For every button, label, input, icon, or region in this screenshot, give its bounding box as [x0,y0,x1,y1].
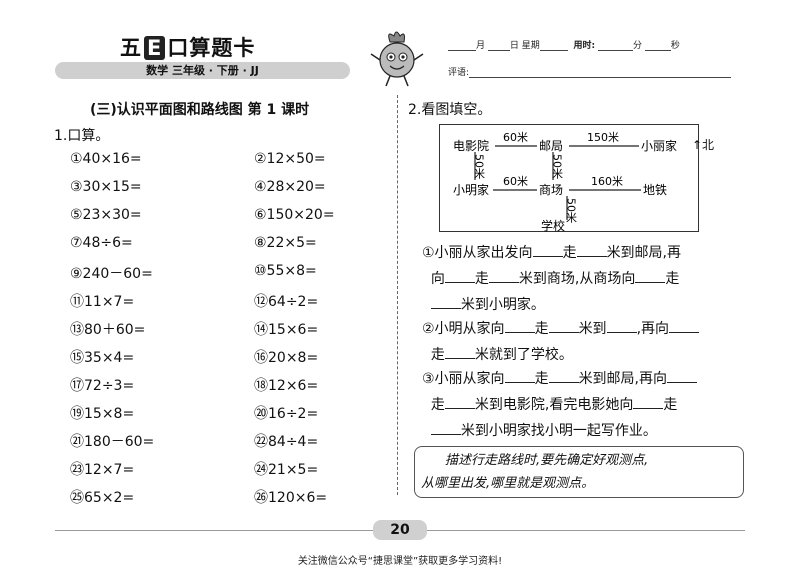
tip-line-2: 从哪里出发,哪里就是观测点。 [421,476,595,491]
answer-blank[interactable] [635,268,666,283]
evaluation-label: 评语: [448,68,470,78]
answer-blank[interactable] [548,368,579,383]
section1-title: 1.口算。 [54,128,110,144]
calc-item[interactable]: ⑩55×8= [254,263,317,279]
answer-blank[interactable] [488,268,519,283]
question-1: ①小丽从家出发向走米到邮局,再 向走米到商场,从商场向走 米到小明家。 [422,240,762,318]
calc-item[interactable]: ⑮35×4= [70,350,135,366]
brand-post: 口算题卡 [167,36,256,60]
answer-blank[interactable] [444,394,475,409]
map-school: 学校 [541,218,565,232]
grade-subtitle-bar: 数学 三年级 · 下册 · JJ [55,62,350,79]
answer-blank[interactable] [606,318,637,333]
calc-item[interactable]: ㉖120×6= [254,490,328,506]
calc-item[interactable]: ①40×16= [70,151,142,167]
calc-item[interactable]: ⑬80＋60= [70,322,146,338]
map-dist-mall-school: 50米 [565,198,578,224]
calc-item[interactable]: ㉑180－60= [70,434,155,450]
calc-item[interactable]: ㉕65×2= [70,490,135,506]
calc-item[interactable]: ⑨240－60= [70,266,153,282]
question-2: ②小明从家向走米到,再向 走米就到了学校。 [422,316,762,368]
calc-item[interactable]: ⑥150×20= [254,207,335,223]
calc-item[interactable]: ㉒84÷4= [254,434,319,450]
calc-item[interactable]: ⑰72÷3= [70,378,135,394]
answer-blank[interactable] [444,344,475,359]
minute-blank[interactable] [598,41,634,51]
brand-e-logo: E [144,36,166,60]
answer-blank[interactable] [504,318,535,333]
map-post-office: 邮局 [539,139,563,153]
question-3: ③小丽从家向走米到邮局,再向 走米到电影院,看完电影她向走 米到小明家找小明一起… [422,366,762,444]
answer-blank[interactable] [430,420,461,435]
answer-blank[interactable] [548,318,579,333]
calc-item[interactable]: ⑱12×6= [254,378,319,394]
map-dist-cinema-post: 60米 [503,131,528,144]
map-dist-post-lihua: 150米 [587,131,619,144]
answer-blank[interactable] [633,394,664,409]
route-map: 电影院 邮局 小丽家 小明家 商场 地铁 学校 60米 150米 60米 160… [453,131,677,232]
second-blank[interactable] [644,41,671,51]
map-dist-ming-mall: 60米 [503,175,528,188]
answer-blank[interactable] [576,242,607,257]
evaluation-blank[interactable] [469,68,732,78]
calc-item[interactable]: ⑫64÷2= [254,294,319,310]
tip-note-box: 描述行走路线时,要先确定好观测点, 从哪里出发,哪里就是观测点。 [414,446,744,498]
map-dist-post-mall: 50米 [551,154,564,180]
calc-item[interactable]: ④28×20= [254,179,326,195]
lesson-title: (三)认识平面图和路线图 第 1 课时 [90,102,310,118]
day-blank[interactable] [487,41,510,51]
calc-item[interactable]: ③30×15= [70,179,142,195]
calc-item[interactable]: ㉓12×7= [70,462,135,478]
calc-item[interactable]: ⑯20×8= [254,350,319,366]
calc-item[interactable]: ㉔21×5= [254,462,319,478]
map-dist-cinema-ming: 50米 [473,154,486,180]
section2-title: 2.看图填空。 [408,102,492,118]
map-dist-mall-subway: 160米 [591,175,623,188]
calc-item[interactable]: ⑭15×6= [254,322,319,338]
map-subway: 地铁 [643,183,667,197]
column-divider [397,95,398,495]
week-label: 星期 [521,41,540,51]
tip-line-1: 描述行走路线时,要先确定好观测点, [445,453,649,468]
month-label: 月 [476,41,486,51]
calc-item[interactable]: ⑦48÷6= [70,235,133,251]
page-number: 20 [373,520,427,540]
calc-item[interactable]: ⑪11×7= [70,294,135,310]
week-blank[interactable] [539,41,568,51]
map-cinema: 电影院 [453,139,489,153]
answer-blank[interactable] [430,294,461,309]
month-blank[interactable] [448,41,476,51]
answer-blank[interactable] [667,368,698,383]
map-lihua-home: 小丽家 [641,138,677,153]
map-ming-home: 小明家 [453,182,489,197]
route-map-frame [439,124,699,232]
answer-blank[interactable] [504,368,535,383]
calc-item[interactable]: ②12×50= [254,151,326,167]
brand-pre: 五 [120,36,142,60]
answer-blank[interactable] [444,268,475,283]
footer-text: 关注微信公众号“捷思课堂”获取更多学习资料! [297,556,503,567]
calc-item[interactable]: ⑧22×5= [254,235,317,251]
answer-blank[interactable] [532,242,563,257]
calc-item[interactable]: ⑳16÷2= [254,406,319,422]
calc-item[interactable]: ⑲15×8= [70,406,135,422]
map-mall: 商场 [539,182,563,197]
second-label: 秒 [670,41,680,51]
date-time-header: 月 日 星期 用时: 分 秒 评语: [448,38,778,78]
day-label: 日 [509,41,519,51]
north-arrow-icon: ↑北 [692,138,715,152]
radish-mascot-icon [370,31,424,87]
answer-blank[interactable] [669,318,700,333]
time-used-label: 用时: [573,41,596,51]
calc-item[interactable]: ⑤23×30= [70,207,142,223]
minute-label: 分 [633,41,643,51]
